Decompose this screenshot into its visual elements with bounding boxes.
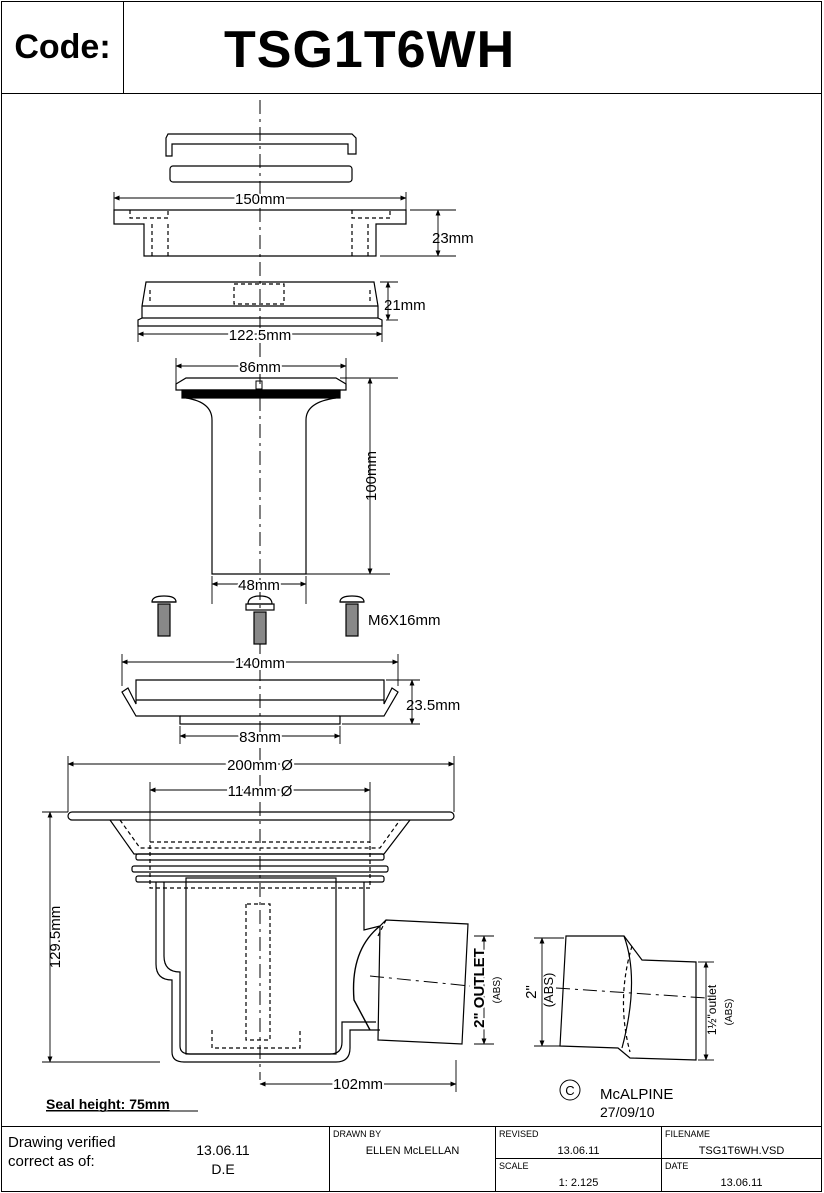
abs-label-1: (ABS) [492,977,503,1004]
verified-by: D.E [211,1161,235,1177]
drawn-by-label: DRAWN BY [333,1129,382,1139]
dim-129-5: 129.5mm [47,906,64,969]
code-label: Code: [2,2,124,93]
drawn-by-cell: DRAWN BY ELLEN McLELLAN [330,1127,496,1191]
company-name: McALPINE [600,1086,673,1103]
drawing-area [1,94,822,1126]
dimension-labels: 150mm 23mm 21mm 122.5mm 86mm 100mm 48mm … [47,189,735,1095]
copyright-circle [559,1079,581,1101]
date-cell: DATE 13.06.11 [662,1159,821,1191]
dim-150: 150mm [235,191,285,208]
drawing-date: 27/09/10 [600,1104,655,1120]
outlet-2in: 2" OUTLET [471,948,488,1028]
dim-122-5: 122.5mm [229,327,292,344]
collar-sleeve [121,679,399,725]
notes: Seal height: 75mm C McALPINE 27/09/10 [46,1079,673,1120]
outlet-adaptor [555,935,707,1061]
dim-21: 21mm [384,297,426,314]
dimension-lines [42,192,714,1092]
tailpiece [175,377,347,575]
date-value: 13.06.11 [720,1177,763,1189]
scale-label: SCALE [499,1161,529,1171]
dim-23-5: 23.5mm [406,697,460,714]
screw-centre [245,595,275,645]
dim-48: 48mm [238,577,280,594]
revised-cell: REVISED 13.06.11 [496,1127,662,1159]
trap-body [67,811,471,1063]
outlet-1-5in: 1½"outlet [705,984,719,1035]
footer-block: Drawing verified correct as of: 13.06.11… [1,1126,822,1192]
copyright-symbol: C [565,1083,574,1098]
verified-line-1: Drawing verified [8,1134,116,1151]
date-label: DATE [665,1161,689,1171]
screw-left [151,595,177,637]
exploded-assembly-drawing: 150mm 23mm 21mm 122.5mm 86mm 100mm 48mm … [42,100,735,1120]
abs-label-2: (ABS) [541,973,556,1008]
revised-label: REVISED [499,1129,539,1139]
screw-spec: M6X16mm [368,612,441,629]
verification-cell: Drawing verified correct as of: 13.06.11… [2,1127,330,1191]
filename-cell: FILENAME TSG1T6WH.VSD [662,1127,821,1159]
product-code: TSG1T6WH [224,21,516,79]
screws [151,595,365,645]
dim-140: 140mm [235,655,285,672]
title-block: Code: TSG1T6WH [1,1,822,94]
inlet-2in: 2" [523,985,540,999]
scale-value: 1: 2.125 [558,1177,599,1189]
screw-right [339,595,365,637]
filename-value: TSG1T6WH.VSD [698,1145,785,1157]
revised-value: 13.06.11 [557,1145,600,1157]
dim-200: 200mm Ø [227,757,293,774]
grate-cover [165,133,357,183]
top-flange [113,209,407,257]
verified-date: 13.06.11 [196,1142,250,1158]
dim-86: 86mm [239,359,281,376]
dim-83: 83mm [239,729,281,746]
scale-cell: SCALE 1: 2.125 [496,1159,662,1191]
verified-line-2: correct as of: [8,1153,95,1170]
dim-102: 102mm [333,1076,383,1093]
abs-label-3: (ABS) [724,999,735,1026]
dim-100: 100mm [363,451,380,501]
dim-23: 23mm [432,230,474,247]
filename-label: FILENAME [665,1129,711,1139]
drawn-by-value: ELLEN McLELLAN [365,1145,460,1157]
dim-114: 114mm Ø [228,783,293,800]
seal-height: Seal height: 75mm [46,1096,170,1112]
